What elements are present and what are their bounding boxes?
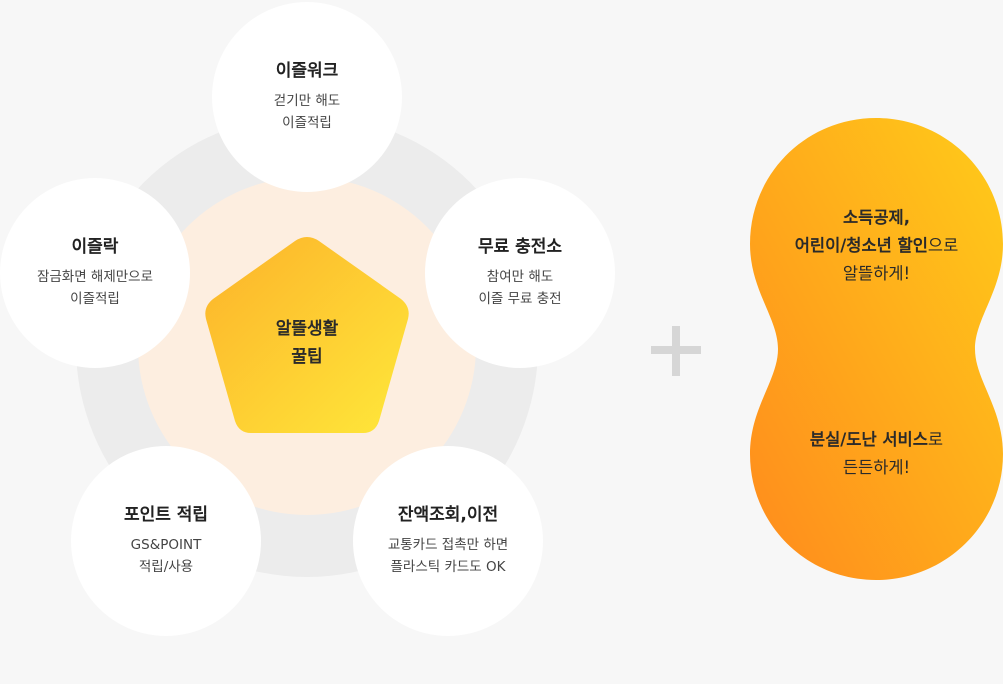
feature-bubble-izzle-lock[interactable]: 이즐락 잠금화면 해제만으로 이즐적립 <box>0 178 190 368</box>
benefit-discount-suffix: 으로 <box>927 236 959 255</box>
plus-icon <box>651 326 701 376</box>
feature-desc-line1: 잠금화면 해제만으로 <box>36 269 154 285</box>
benefit-loss-suffix: 로 <box>927 430 944 449</box>
feature-title: 잔액조회,이전 <box>397 505 499 525</box>
feature-title: 이즐워크 <box>275 61 339 81</box>
feature-title: 무료 충전소 <box>477 237 563 257</box>
feature-desc: 걷기만 해도 이즐적립 <box>212 90 402 134</box>
feature-bubble-balance-transfer[interactable]: 잔액조회,이전 교통카드 접촉만 하면 플라스틱 카드도 OK <box>353 446 543 636</box>
feature-title: 이즐락 <box>71 237 119 257</box>
feature-desc-line1: 참여만 해도 <box>486 269 554 285</box>
feature-desc: 참여만 해도 이즐 무료 충전 <box>425 266 615 310</box>
benefit-discount-line1: 소득공제, <box>843 208 910 227</box>
feature-desc-line2: 이즐 무료 충전 <box>478 291 562 307</box>
feature-desc-line1: 걷기만 해도 <box>273 93 341 109</box>
feature-desc: 잠금화면 해제만으로 이즐적립 <box>0 266 190 310</box>
feature-bubble-points[interactable]: 포인트 적립 GS&POINT 적립/사용 <box>71 446 261 636</box>
feature-desc: 교통카드 접촉만 하면 플라스틱 카드도 OK <box>353 534 543 578</box>
benefit-loss-highlight: 분실/도난 서비스 <box>809 430 928 449</box>
feature-desc: GS&POINT 적립/사용 <box>71 534 261 578</box>
feature-bubble-izzle-walk[interactable]: 이즐워크 걷기만 해도 이즐적립 <box>212 2 402 192</box>
benefit-loss-service-text: 분실/도난 서비스로 든든하게! <box>750 426 1003 482</box>
feature-desc-line2: 플라스틱 카드도 OK <box>390 559 506 575</box>
feature-bubble-free-charging[interactable]: 무료 충전소 참여만 해도 이즐 무료 충전 <box>425 178 615 368</box>
center-title-line1: 알뜰생활 <box>275 319 339 339</box>
feature-desc-line2: 이즐적립 <box>70 291 120 307</box>
feature-title: 포인트 적립 <box>123 505 209 525</box>
benefit-discount-line2: 어린이/청소년 할인으로 <box>750 232 1003 260</box>
plus-icon-vertical <box>672 326 680 376</box>
benefit-discount-text: 소득공제, 어린이/청소년 할인으로 알뜰하게! <box>750 204 1003 288</box>
feature-desc-line2: 이즐적립 <box>282 115 332 131</box>
benefit-loss-line2: 든든하게! <box>842 458 911 477</box>
benefit-loss-line1: 분실/도난 서비스로 <box>750 426 1003 454</box>
feature-desc-line1: 교통카드 접촉만 하면 <box>387 537 509 553</box>
feature-desc-line1: GS&POINT <box>130 537 202 553</box>
pentagon-shape <box>205 237 409 433</box>
benefit-discount-highlight: 어린이/청소년 할인 <box>794 236 928 255</box>
center-pentagon: 알뜰생활 꿀팁 <box>203 235 411 435</box>
center-title-line2: 꿀팁 <box>291 347 323 367</box>
feature-desc-line2: 적립/사용 <box>138 559 194 575</box>
center-title: 알뜰생활 꿀팁 <box>203 315 411 371</box>
benefits-peanut: 소득공제, 어린이/청소년 할인으로 알뜰하게! 분실/도난 서비스로 든든하게… <box>750 118 1003 580</box>
peanut-shape <box>750 118 1003 580</box>
benefit-discount-line3: 알뜰하게! <box>842 264 911 283</box>
